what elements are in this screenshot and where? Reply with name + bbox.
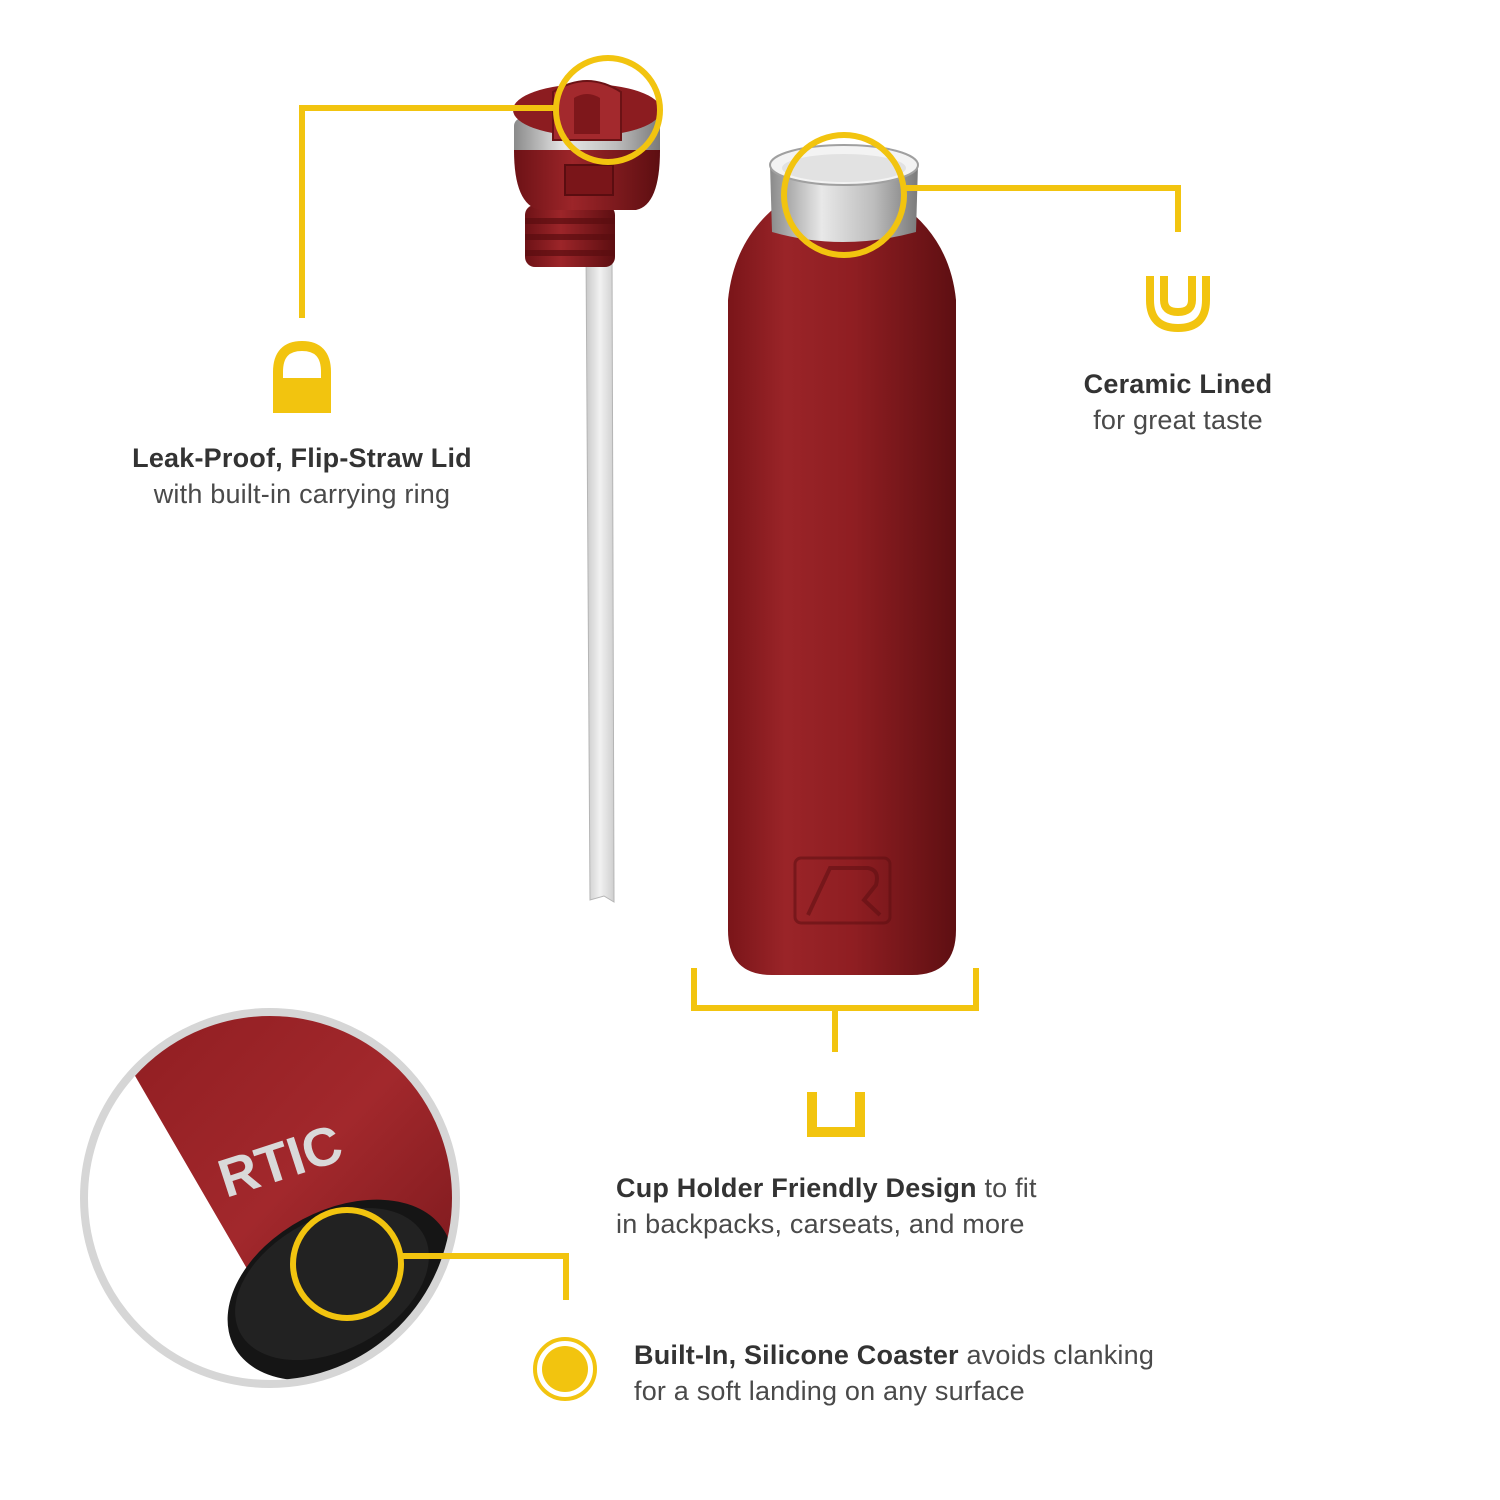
feature-lid-title: Leak-Proof, Flip-Straw Lid [132, 443, 472, 473]
feature-coaster-subtitle: for a soft landing on any surface [634, 1376, 1025, 1406]
feature-ceramic-title: Ceramic Lined [1083, 369, 1273, 399]
feature-coaster-title-suffix: avoids clanking [958, 1340, 1155, 1370]
cup-holder-icon [807, 1092, 865, 1137]
carry-ring-icon [273, 340, 331, 413]
feature-cup-holder-subtitle: in backpacks, carseats, and more [616, 1209, 1025, 1239]
straw [585, 249, 615, 903]
embossed-logo [793, 856, 892, 925]
bottle [728, 144, 956, 975]
feature-cup-holder: Cup Holder Friendly Design to fit in bac… [616, 1170, 1096, 1242]
feature-cup-holder-title: Cup Holder Friendly Design [616, 1173, 977, 1203]
feature-coaster: Built-In, Silicone Coaster avoids clanki… [634, 1337, 1194, 1409]
feature-coaster-title: Built-In, Silicone Coaster [634, 1340, 959, 1370]
feature-cup-holder-title-suffix: to fit [976, 1173, 1037, 1203]
coaster-dot-icon [533, 1337, 597, 1401]
ceramic-cup-icon [1146, 276, 1210, 333]
feature-lid-subtitle: with built-in carrying ring [153, 479, 451, 509]
feature-ceramic-subtitle: for great taste [1093, 405, 1263, 435]
feature-lid: Leak-Proof, Flip-Straw Lid with built-in… [100, 440, 504, 512]
coaster-zoom: RTIC [80, 1008, 460, 1388]
feature-ceramic: Ceramic Lined for great taste [1048, 366, 1308, 438]
callouts [290, 55, 1181, 1321]
